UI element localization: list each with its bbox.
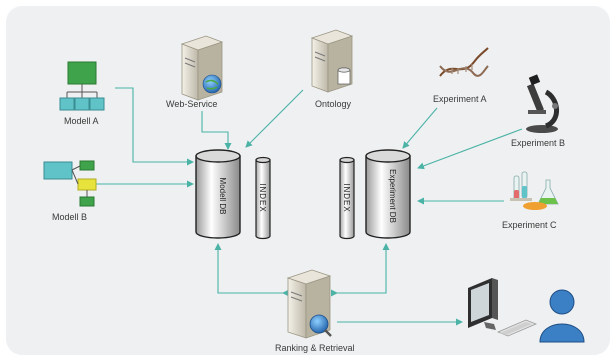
lab-glassware-icon [510,171,559,210]
experiment-b-label: Experiment B [511,138,565,148]
experiment-a-label: Experiment A [433,94,487,104]
modell-index-column: INDEX [255,156,271,240]
arrow-ontology-to-db [245,89,304,148]
experiment-db-label: Experiment DB [388,169,397,223]
arrow-experiment-b-to-db [417,128,523,170]
web-service-label: Web-Service [166,99,217,109]
experiment-index-label: INDEX [342,183,351,212]
dna-icon [439,47,489,77]
arrow-experiment-a-to-db [402,107,438,149]
arrow-webservice-to-db [201,111,232,150]
experiment-c-label: Experiment C [502,220,557,230]
experiment-db-cylinder: Experiment DB [365,149,411,239]
web-service-server-icon [180,35,224,101]
modell-b-icon [43,160,97,207]
ranking-server-icon [286,269,332,339]
ontology-label: Ontology [315,99,352,109]
microscope-icon [526,74,559,133]
arrow-ranking-modell-db [214,243,289,297]
experiment-index-column: INDEX [339,156,355,240]
user-person-icon [539,289,585,343]
connector-lines [96,87,523,326]
computer-icon [468,278,538,337]
modell-db-cylinder: Modell DB [195,149,241,239]
arrow-ranking-experiment-db [331,243,390,297]
modell-db-label: Modell DB [218,178,227,215]
modell-b-label: Modell B [52,212,87,222]
arrow-modell-a-to-db [115,87,194,166]
ontology-server-icon [310,29,354,93]
modell-index-label: INDEX [258,183,267,212]
modell-a-label: Modell A [64,116,99,126]
modell-a-icon [59,61,105,111]
ranking-retrieval-label: Ranking & Retrieval [275,343,355,353]
